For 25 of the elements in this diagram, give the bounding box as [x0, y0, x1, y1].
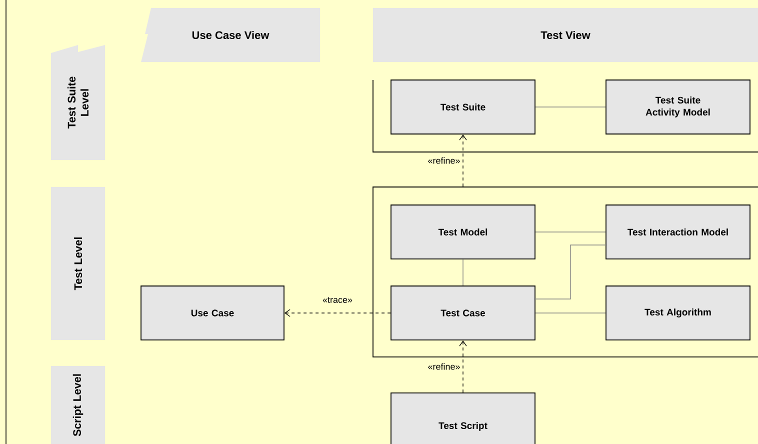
class-box: Use Case [140, 286, 284, 340]
connector [462, 259, 464, 286]
class-box: Test Suite [390, 80, 536, 134]
connector [535, 312, 606, 314]
connector [535, 106, 606, 108]
view-header: Test View [373, 8, 758, 62]
level-band: Test Suite Level [51, 45, 105, 160]
class-box: Test Algorithm [606, 286, 750, 340]
connector [459, 134, 467, 187]
package-frame [372, 186, 758, 358]
edge-label: «refine» [426, 156, 462, 165]
class-box: Test Model [390, 204, 536, 260]
class-box: Test Script [390, 392, 536, 444]
class-box: Test Suite Activity Model [606, 80, 750, 134]
connector [284, 309, 391, 317]
edge-label: «trace» [322, 296, 354, 304]
level-band: Test Level [51, 187, 105, 340]
class-box: Test Interaction Model [606, 204, 750, 260]
edge-label: «refine» [426, 362, 462, 371]
level-band: Script Level [51, 366, 105, 444]
class-box: Test Case [390, 286, 536, 340]
connector [459, 340, 467, 393]
view-header: Use Case View [141, 8, 320, 62]
package-frame [372, 80, 758, 152]
connector [534, 244, 606, 300]
